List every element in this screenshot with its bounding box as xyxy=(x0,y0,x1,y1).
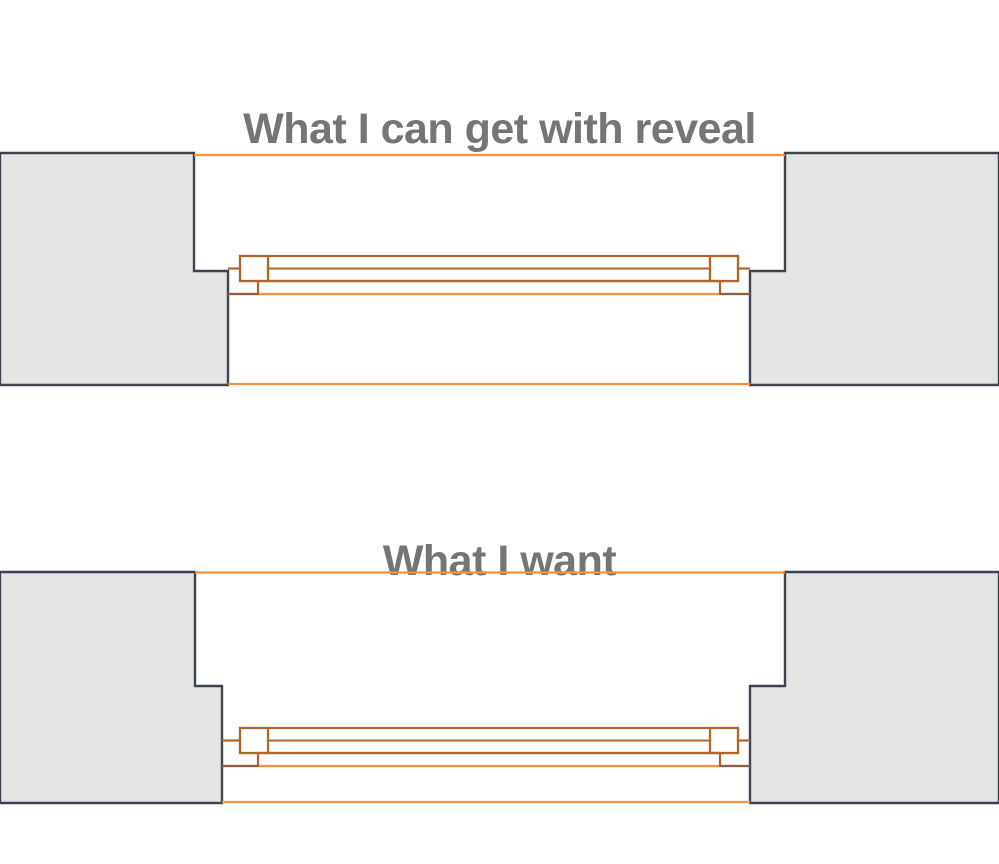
panel-title-current: What I can get with reveal xyxy=(243,104,756,153)
right-wall-mass xyxy=(748,570,999,805)
rail-left-block-fill xyxy=(241,257,267,280)
comparison-panel-desired: What I want xyxy=(0,432,999,864)
rail-left-block-fill xyxy=(241,729,267,752)
rail-right-block-fill xyxy=(711,257,737,280)
window-frame-rail xyxy=(228,254,750,296)
left-wall-mass xyxy=(0,570,224,805)
right-wall-mass xyxy=(748,151,999,387)
comparison-panel-current: What I can get with reveal xyxy=(0,104,999,408)
panel-title-desired: What I want xyxy=(382,536,617,585)
left-wall-mass xyxy=(0,151,230,387)
section-detail-drawing-current xyxy=(0,150,999,408)
rail-right-block-fill xyxy=(711,729,737,752)
window-frame-rail xyxy=(222,726,750,768)
section-detail-drawing-desired xyxy=(0,570,999,828)
